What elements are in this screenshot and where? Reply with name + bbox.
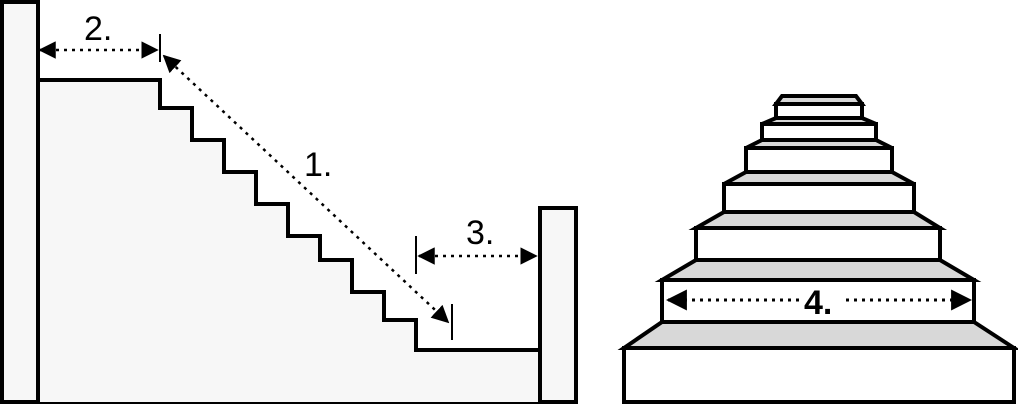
step-6-tread bbox=[654, 258, 982, 282]
step-6-riser bbox=[660, 278, 976, 324]
base-riser bbox=[622, 346, 1016, 404]
staircase-profile bbox=[34, 78, 542, 404]
step-3-riser bbox=[744, 146, 894, 174]
stair-length-label: 1. bbox=[304, 146, 332, 184]
base-tread bbox=[617, 320, 1018, 350]
step-5-tread bbox=[688, 210, 948, 230]
front-view-staircase bbox=[617, 94, 1018, 404]
step-5-riser bbox=[694, 226, 942, 262]
right-wall bbox=[538, 206, 578, 404]
left-wall bbox=[0, 0, 40, 404]
step-4-riser bbox=[722, 182, 916, 214]
step-top-riser bbox=[774, 102, 864, 120]
side-view-staircase: 2. 1. 3. bbox=[0, 0, 578, 404]
stair-width-dimension-group: 4. bbox=[665, 284, 973, 322]
stair-length-dimension bbox=[162, 54, 450, 324]
step-2-riser bbox=[760, 122, 878, 142]
bottom-landing-label: 3. bbox=[466, 214, 494, 252]
top-landing-label: 2. bbox=[84, 10, 112, 48]
stair-width-label: 4. bbox=[804, 284, 832, 322]
